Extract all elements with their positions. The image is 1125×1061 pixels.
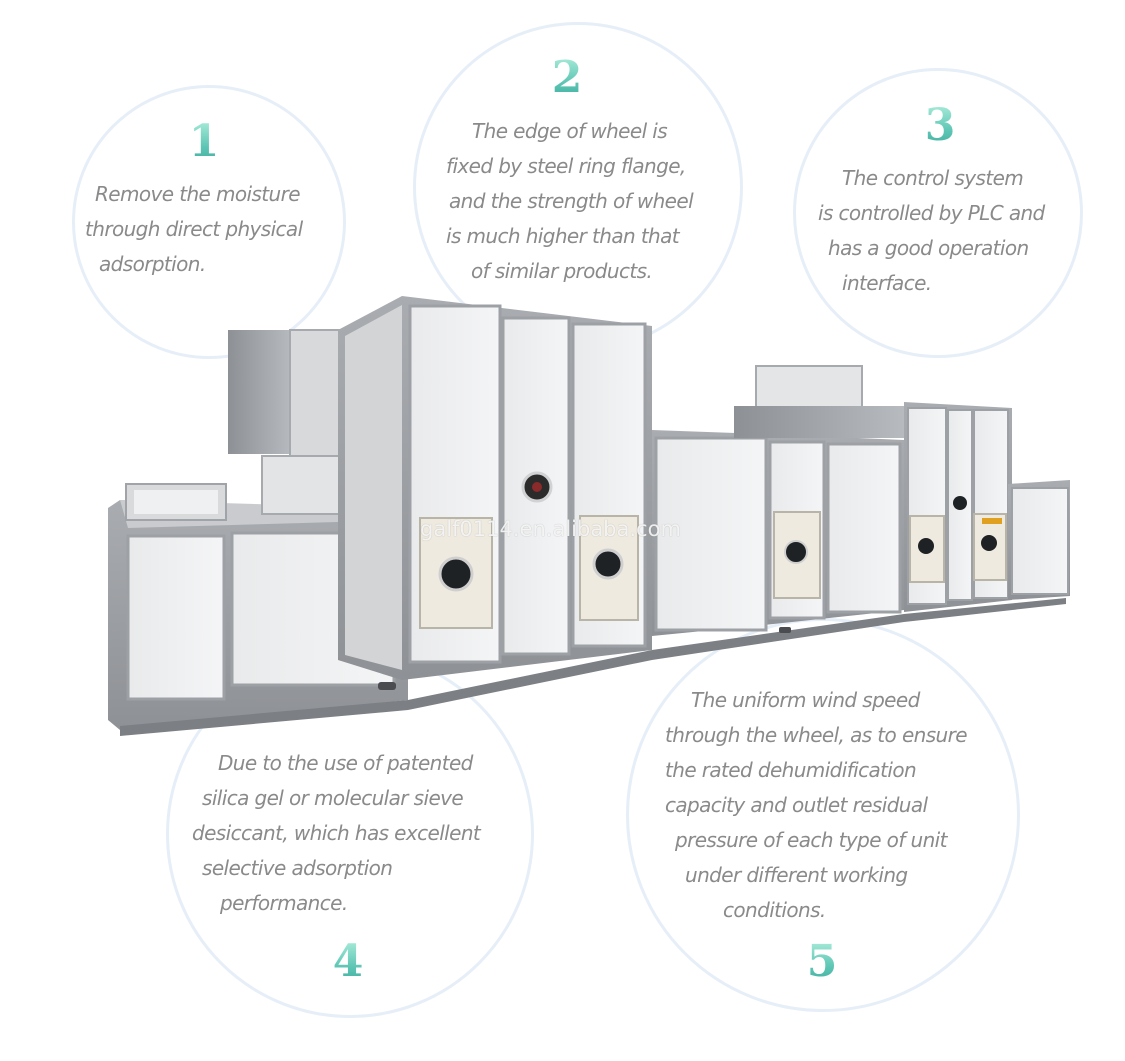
feature-2-line: of similar products. (471, 259, 653, 283)
feature-1-circle (72, 85, 346, 359)
feature-2-number: 2 (537, 56, 597, 100)
feature-5-number: 5 (792, 940, 852, 984)
feature-4-line: Due to the use of patented (218, 751, 473, 775)
feature-3-line: has a good operation (828, 236, 1029, 260)
feature-2-line: and the strength of wheel (449, 189, 694, 213)
feature-5-circle (626, 618, 1020, 1012)
feature-5-line: conditions. (723, 898, 826, 922)
feature-1-line: adsorption. (99, 252, 206, 276)
feature-1-line: through direct physical (85, 217, 303, 241)
feature-2-line: fixed by steel ring flange, (446, 154, 686, 178)
feature-5-text: The uniform wind speed through the wheel… (665, 683, 968, 928)
feature-5-line: capacity and outlet residual (665, 793, 928, 817)
feature-4-line: silica gel or molecular sieve (202, 786, 464, 810)
feature-5-line: pressure of each type of unit (675, 828, 947, 852)
feature-1-text: Remove the moisture through direct physi… (85, 177, 303, 282)
feature-5-line: through the wheel, as to ensure (665, 723, 968, 747)
feature-4-line: selective adsorption (202, 856, 393, 880)
feature-5-line: under different working (685, 863, 908, 887)
feature-4-number: 4 (318, 940, 378, 984)
feature-2-circle (413, 22, 743, 352)
feature-2-line: The edge of wheel is (472, 119, 668, 143)
feature-4-line: performance. (220, 891, 348, 915)
feature-2-line: is much higher than that (446, 224, 680, 248)
feature-4-line: desiccant, which has excellent (192, 821, 481, 845)
feature-3-circle (793, 68, 1083, 358)
feature-3-line: is controlled by PLC and (818, 201, 1045, 225)
feature-2-text: The edge of wheel is fixed by steel ring… (446, 114, 694, 289)
feature-1-number: 1 (174, 120, 234, 164)
feature-4-text: Due to the use of patented silica gel or… (192, 746, 481, 921)
watermark-text: galf0114.en.alibaba.com (420, 517, 681, 541)
feature-3-text: The control system is controlled by PLC … (818, 161, 1045, 301)
feature-3-line: interface. (842, 271, 932, 295)
feature-3-line: The control system (842, 166, 1024, 190)
feature-3-number: 3 (910, 104, 970, 148)
feature-1-line: Remove the moisture (95, 182, 301, 206)
feature-5-line: the rated dehumidification (665, 758, 917, 782)
feature-5-line: The uniform wind speed (691, 688, 920, 712)
